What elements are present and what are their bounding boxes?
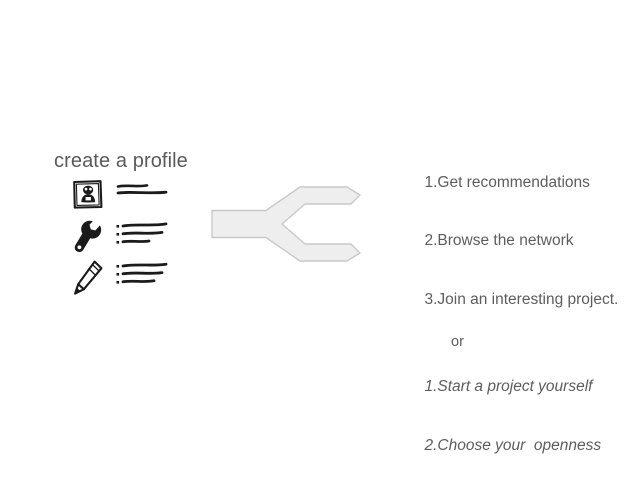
list-item-number: 1. bbox=[424, 173, 438, 191]
list-item-label: Get recommendations bbox=[437, 173, 590, 191]
page-title: create a profile bbox=[54, 150, 188, 172]
sketch-lines-tools bbox=[116, 222, 172, 257]
primary-step-list: 1.Get recommendations 2.Browse the netwo… bbox=[390, 153, 620, 329]
list-item-label: Start a project yourself bbox=[437, 377, 593, 395]
pencil-icon bbox=[70, 258, 112, 305]
left-column: create a profile bbox=[54, 148, 354, 295]
list-item: 2.Choose your openness bbox=[390, 416, 620, 475]
sketch-row-tools bbox=[70, 218, 190, 258]
list-item-number: 3. bbox=[424, 291, 438, 309]
sketch-row-profile bbox=[70, 178, 190, 218]
sketch-item-list bbox=[70, 178, 190, 298]
list-item-number: 2. bbox=[424, 436, 438, 454]
framed-portrait-icon bbox=[70, 178, 110, 217]
list-item-number: 2. bbox=[424, 232, 438, 250]
list-item-label: Browse the network bbox=[437, 232, 574, 250]
list-item-label: Join an interesting project. bbox=[437, 291, 619, 309]
list-item-number: 1. bbox=[424, 377, 438, 395]
sketch-lines-write bbox=[116, 262, 172, 297]
list-item: 1.Get recommendations bbox=[390, 153, 620, 212]
list-item-label: Choose your openness bbox=[437, 436, 602, 454]
split-arrow-right-icon bbox=[208, 182, 370, 271]
list-item: 1.Start a project yourself bbox=[390, 357, 620, 416]
or-divider-label: or bbox=[451, 334, 464, 351]
list-item: 2.Browse the network bbox=[390, 212, 620, 271]
list-item: 3.Join an interesting project. bbox=[390, 271, 620, 330]
sketch-lines-profile bbox=[116, 182, 172, 209]
sketch-row-write bbox=[70, 258, 190, 298]
alternate-step-list: 1.Start a project yourself 2.Choose your… bbox=[390, 357, 620, 478]
right-column: 1.Get recommendations 2.Browse the netwo… bbox=[390, 153, 620, 478]
wrench-icon bbox=[70, 218, 110, 261]
